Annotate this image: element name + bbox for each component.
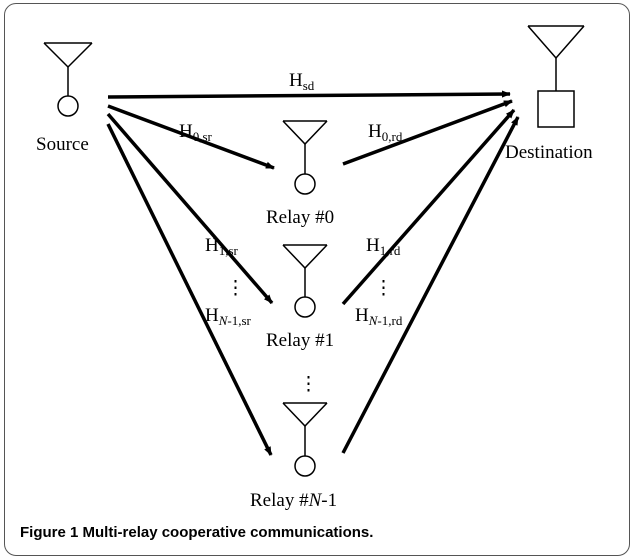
label-h-1-rd: H1,rd <box>366 235 401 258</box>
caption-text: Multi-relay cooperative communications. <box>78 524 374 541</box>
arrow-source-relay0 <box>107 104 275 170</box>
ellipsis-sr: ⋮ <box>226 278 245 299</box>
destination-antenna-icon <box>527 25 585 128</box>
source-antenna-icon <box>43 42 93 117</box>
label-h-n1-rd: HN-1,rd <box>355 305 403 328</box>
label-h-0-rd: H0,rd <box>368 121 403 144</box>
arrow-source-relay1 <box>106 112 274 305</box>
label-h-sd: Hsd <box>289 70 315 93</box>
relay-ellipsis: ⋮ <box>299 374 318 395</box>
destination-label: Destination <box>505 142 593 163</box>
relay0-label: Relay #0 <box>266 207 334 228</box>
caption-label: Figure 1 <box>20 524 79 541</box>
label-h-1-sr: H1,sr <box>205 235 239 258</box>
relay1-antenna-icon <box>282 244 328 318</box>
relay1-label: Relay #1 <box>266 330 334 351</box>
relayN-label: Relay #N-1 <box>250 490 337 511</box>
figure-caption: Figure 1 Multi-relay cooperative communi… <box>20 524 373 541</box>
arrow-relay1-destination <box>341 108 516 306</box>
label-h-n1-sr: HN-1,sr <box>205 305 252 328</box>
arrow-relayN-destination <box>341 116 520 454</box>
relayN-antenna-icon <box>282 402 328 477</box>
source-label: Source <box>36 134 89 155</box>
arrow-source-destination <box>107 90 511 99</box>
ellipsis-rd: ⋮ <box>374 278 393 299</box>
relay0-antenna-icon <box>282 120 328 195</box>
arrow-source-relayN <box>106 123 273 456</box>
label-h-0-sr: H0,sr <box>179 121 213 144</box>
arrow-relay0-destination <box>342 99 513 166</box>
